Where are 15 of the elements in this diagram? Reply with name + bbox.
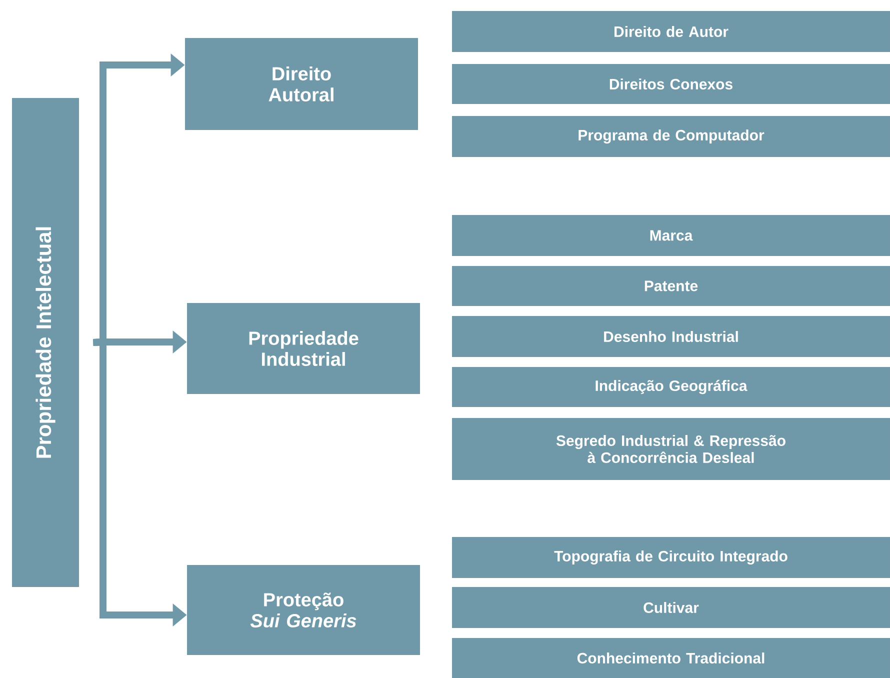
category-box: Propriedade Intelectual xyxy=(12,98,79,587)
category-box: Direito Autoral xyxy=(185,38,418,130)
category-box: Propriedade Industrial xyxy=(187,303,420,394)
subcategory-box: Marca xyxy=(452,215,890,256)
category-box: Proteção Sui Generis xyxy=(187,565,420,655)
subcategory-box: Segredo Industrial & Repressão à Concorrência Desleal xyxy=(452,418,890,480)
subcategory-box: Patente xyxy=(452,266,890,306)
subcategory-box: Desenho Industrial xyxy=(452,316,890,357)
subcategory-box: Topografia de Circuito Integrado xyxy=(452,537,890,578)
subcategory-box: Conhecimento Tradicional xyxy=(452,638,890,678)
subcategory-box: Direito de Autor xyxy=(452,11,890,52)
subcategory-box: Indicação Geográfica xyxy=(452,367,890,407)
subcategory-box: Programa de Computador xyxy=(452,116,890,157)
subcategory-box: Direitos Conexos xyxy=(452,64,890,104)
subcategory-box: Cultivar xyxy=(452,587,890,628)
